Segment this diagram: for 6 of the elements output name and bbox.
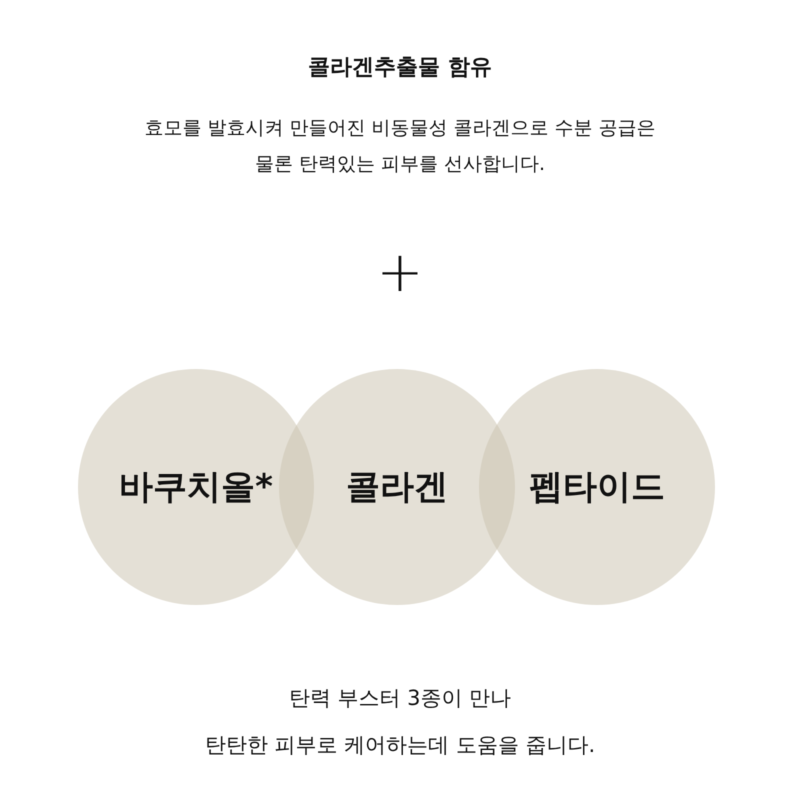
description-text: 효모를 발효시켜 만들어진 비동물성 콜라겐으로 수분 공급은 물론 탄력있는 피부를 선사합니다.: [143, 116, 657, 177]
heading: 콜라겐추출물 함유: [307, 54, 493, 82]
summary-text: 탄탄한 피부로 케어하는데 도움을 줍니다.: [204, 732, 596, 759]
summary-text: 탄력 부스터 3종이 만나: [288, 685, 512, 712]
plus-sign: +: [376, 239, 424, 307]
ingredient-circle: 펩타이드: [479, 369, 715, 605]
